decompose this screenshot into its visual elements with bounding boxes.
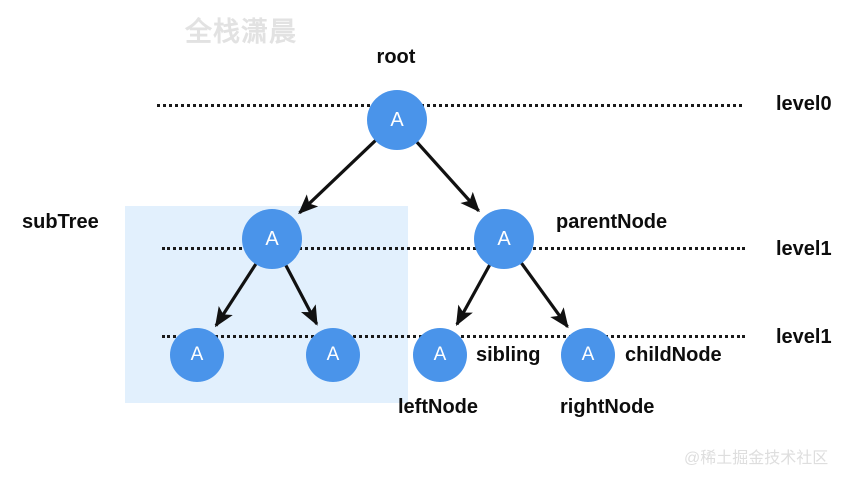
edge-root-to-parentNode [414, 139, 480, 213]
subtree-label: subTree [22, 211, 99, 233]
tree-node-rightLeaf[interactable]: A [306, 328, 360, 382]
parentnode-label: parentNode [556, 211, 668, 233]
sibling-label: sibling [476, 344, 541, 366]
level-label-0: level0 [776, 93, 832, 115]
watermark-bottom-right: @稀土掘金技术社区 [684, 450, 829, 467]
level-label-2: level1 [776, 326, 832, 348]
tree-node-parentNode[interactable]: A [474, 209, 534, 269]
root-label: root [376, 46, 416, 68]
leftnode-label: leftNode [398, 396, 478, 418]
edge-root-to-subtree [298, 138, 378, 215]
tree-node-rightNode[interactable]: A [561, 328, 615, 382]
edge-parentNode-to-rightNode [519, 260, 569, 329]
level-line-1 [162, 247, 745, 250]
tree-node-leftLeaf[interactable]: A [170, 328, 224, 382]
tree-node-root[interactable]: A [367, 90, 427, 150]
level-line-0 [157, 104, 742, 107]
edge-parentNode-to-leftNode [455, 262, 492, 327]
watermark-top-left: 全栈潇晨 [185, 17, 297, 47]
rightnode-label: rightNode [560, 396, 655, 418]
level-label-1: level1 [776, 238, 832, 260]
tree-node-subtree[interactable]: A [242, 209, 302, 269]
tree-node-leftNode[interactable]: A [413, 328, 467, 382]
childnode-label: childNode [625, 344, 722, 366]
